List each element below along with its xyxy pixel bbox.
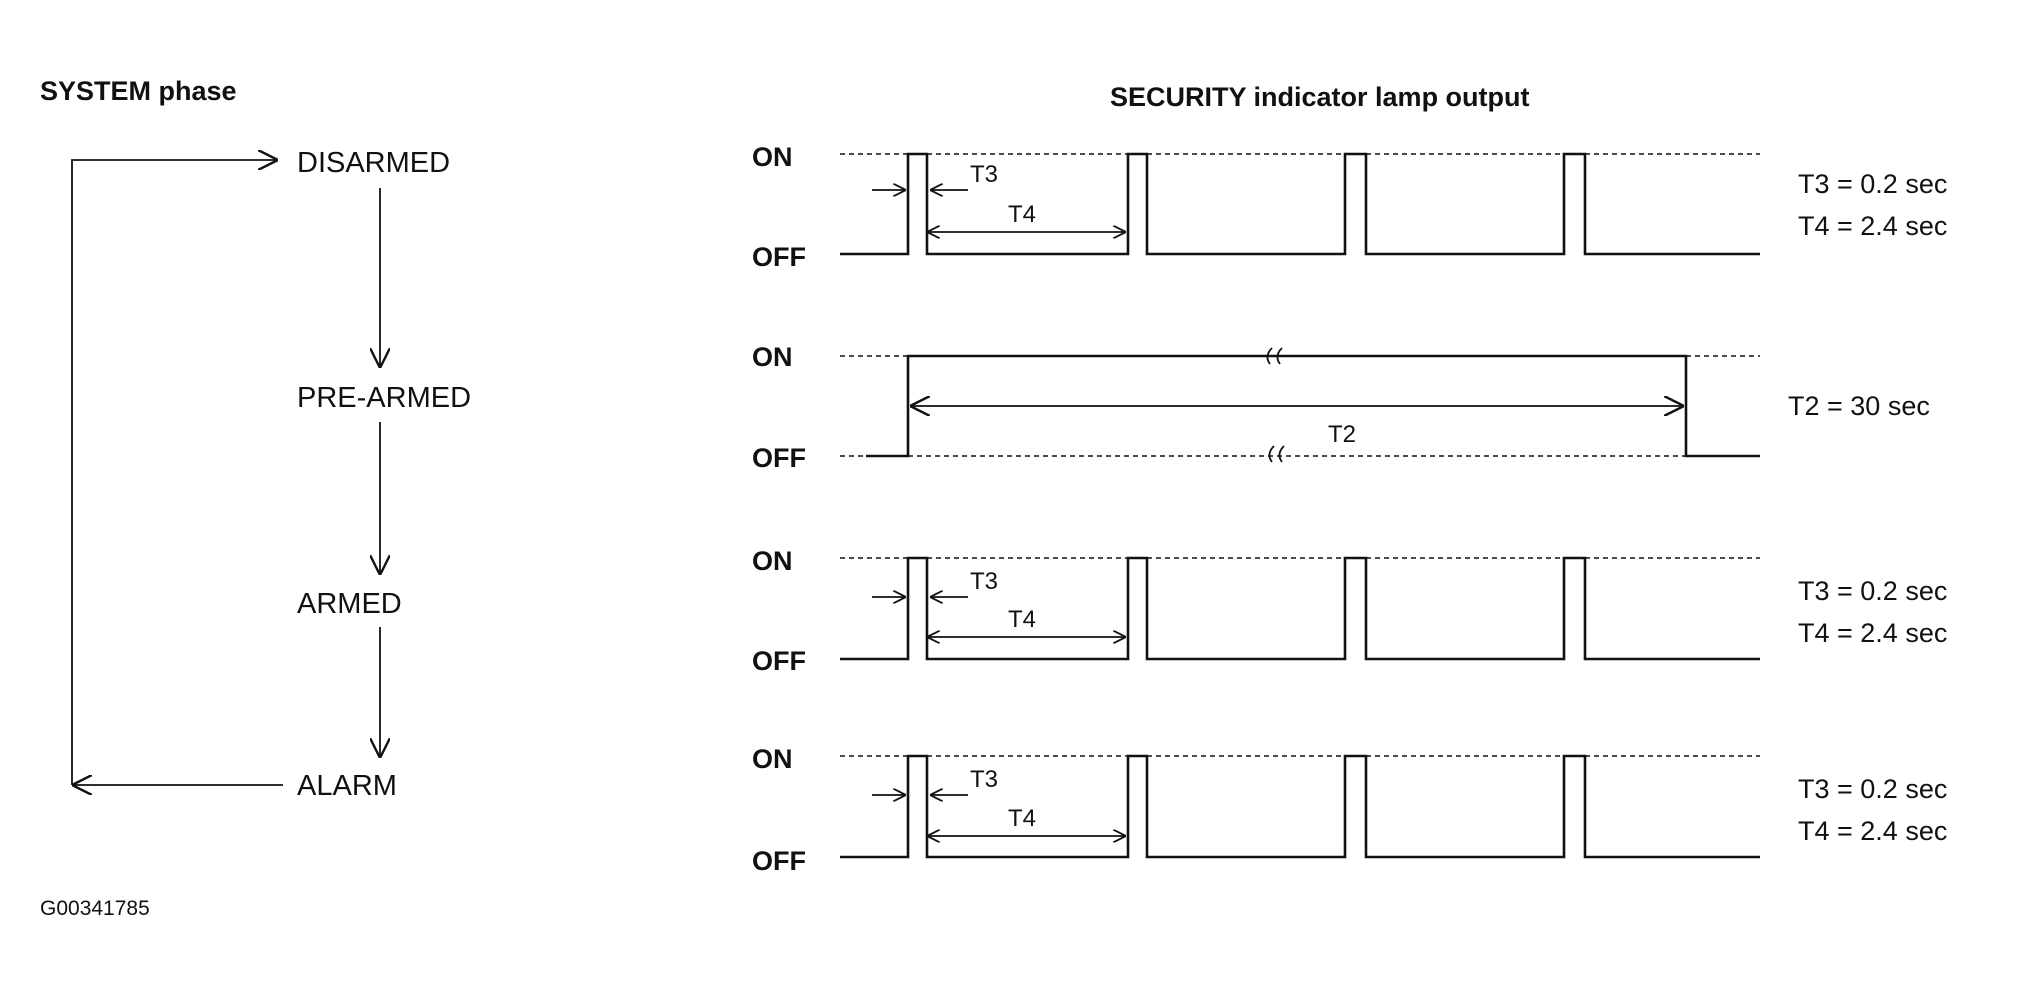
t4-marker: T4 bbox=[1008, 606, 1036, 633]
on-label: ON bbox=[752, 744, 793, 774]
lamp-blink-waveform bbox=[840, 556, 1760, 661]
t3-marker: T3 bbox=[970, 161, 998, 188]
on-label: ON bbox=[752, 546, 793, 576]
t3-value: T3 = 0.2 sec bbox=[1798, 774, 1947, 804]
time-break-mark bbox=[1266, 347, 1283, 365]
phase-pre-armed: PRE-ARMED bbox=[297, 382, 471, 414]
lamp-output-heading: SECURITY indicator lamp output bbox=[1110, 82, 1530, 112]
t4-value: T4 = 2.4 sec bbox=[1798, 816, 1947, 846]
t4-marker: T4 bbox=[1008, 805, 1036, 832]
t3-value: T3 = 0.2 sec bbox=[1798, 576, 1947, 606]
lamp-blink-waveform bbox=[840, 754, 1760, 859]
t2-marker: T2 bbox=[1328, 421, 1356, 448]
t4-marker: T4 bbox=[1008, 201, 1036, 228]
phase-disarmed: DISARMED bbox=[297, 147, 450, 179]
timing-row-disarmed: ON OFF T3 T4 T3 = 0.2 sec T4 = 2.4 sec bbox=[752, 142, 1947, 272]
timing-row-armed: ON OFF T3 T4 T3 = 0.2 sec T4 = 2.4 sec bbox=[752, 546, 1947, 676]
t2-value: T2 = 30 sec bbox=[1788, 391, 1930, 421]
off-label: OFF bbox=[752, 646, 806, 676]
system-phase-heading: SYSTEM phase bbox=[40, 76, 237, 106]
time-break-mark bbox=[1268, 445, 1285, 463]
on-label: ON bbox=[752, 342, 793, 372]
timing-row-pre-armed: ON OFF T2 T2 = 30 sec bbox=[752, 342, 1930, 473]
figure-id: G00341785 bbox=[40, 897, 150, 920]
t3-marker: T3 bbox=[970, 766, 998, 793]
t4-value: T4 = 2.4 sec bbox=[1798, 618, 1947, 648]
arrow-return-to-disarmed bbox=[71, 160, 278, 785]
t3-value: T3 = 0.2 sec bbox=[1798, 169, 1947, 199]
on-label: ON bbox=[752, 142, 793, 172]
lamp-blink-waveform bbox=[840, 152, 1760, 256]
timing-row-alarm: ON OFF T3 T4 T3 = 0.2 sec T4 = 2.4 sec bbox=[752, 744, 1947, 876]
phase-flow: DISARMED PRE-ARMED ARMED ALARM bbox=[71, 147, 471, 802]
off-label: OFF bbox=[752, 443, 806, 473]
lamp-steady-waveform bbox=[866, 354, 1760, 458]
t4-value: T4 = 2.4 sec bbox=[1798, 211, 1947, 241]
t3-marker: T3 bbox=[970, 568, 998, 595]
off-label: OFF bbox=[752, 242, 806, 272]
off-label: OFF bbox=[752, 846, 806, 876]
phase-alarm: ALARM bbox=[297, 770, 397, 802]
phase-armed: ARMED bbox=[297, 588, 402, 620]
